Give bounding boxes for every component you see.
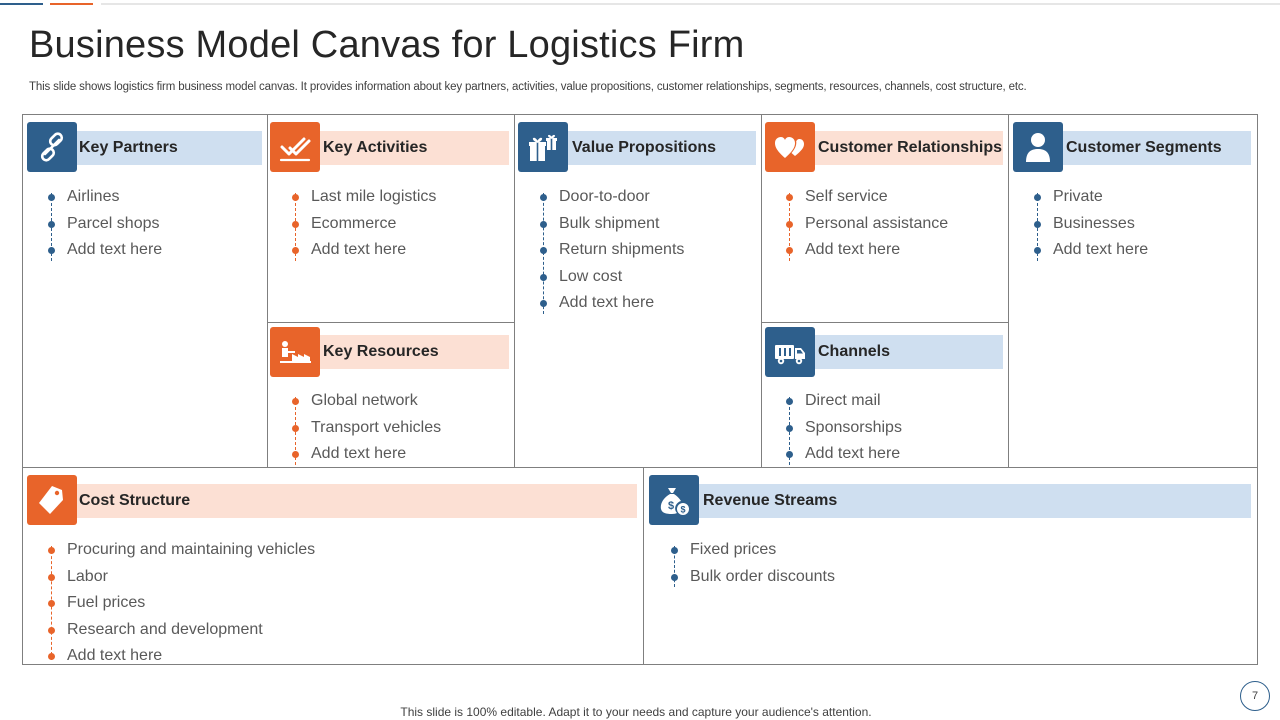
list-item[interactable]: Procuring and maintaining vehicles — [47, 540, 315, 567]
divider-horizontal-main — [23, 467, 1257, 468]
divider-vertical-1 — [267, 115, 268, 467]
accent-bar-blue — [0, 3, 43, 5]
key-partners-list: Airlines Parcel shops Add text here — [47, 187, 162, 267]
key-resources-header: Key Resources — [319, 335, 509, 369]
customer-relationships-list: Self service Personal assistance Add tex… — [785, 187, 948, 267]
list-item[interactable]: Airlines — [47, 187, 162, 214]
list-item[interactable]: Add text here — [786, 444, 902, 471]
money-bag-icon: $$ — [649, 475, 699, 525]
value-propositions-title[interactable]: Value Propositions — [572, 139, 717, 156]
value-propositions-list: Door-to-door Bulk shipment Return shipme… — [539, 187, 684, 320]
double-check-icon — [270, 122, 320, 172]
page-number: 7 — [1240, 681, 1270, 711]
revenue-streams-title[interactable]: Revenue Streams — [703, 492, 838, 509]
list-item[interactable]: Global network — [291, 391, 441, 418]
channels-list: Direct mail Sponsorships Add text here — [786, 391, 902, 471]
channels-header: Channels — [814, 335, 1003, 369]
key-resources-title[interactable]: Key Resources — [323, 343, 439, 360]
list-item[interactable]: Labor — [47, 567, 315, 594]
cost-structure-list: Procuring and maintaining vehicles Labor… — [47, 540, 315, 666]
key-resources-list: Global network Transport vehicles Add te… — [291, 391, 441, 471]
customer-segments-header: Customer Segments — [1062, 131, 1251, 165]
list-item[interactable]: Sponsorships — [786, 418, 902, 445]
key-activities-list: Last mile logistics Ecommerce Add text h… — [291, 187, 436, 267]
slide-subtitle[interactable]: This slide shows logistics firm business… — [29, 81, 1027, 93]
value-propositions-header: Value Propositions — [568, 131, 756, 165]
slide-title[interactable]: Business Model Canvas for Logistics Firm — [29, 24, 745, 66]
accent-bar-gray — [101, 3, 1280, 5]
key-activities-title[interactable]: Key Activities — [323, 139, 428, 156]
list-item[interactable]: Return shipments — [539, 240, 684, 267]
list-item[interactable]: Last mile logistics — [291, 187, 436, 214]
customer-segments-list: Private Businesses Add text here — [1033, 187, 1148, 267]
accent-bar-orange — [50, 3, 93, 5]
list-item[interactable]: Ecommerce — [291, 214, 436, 241]
key-activities-header: Key Activities — [319, 131, 509, 165]
list-item[interactable]: Low cost — [539, 267, 684, 294]
revenue-streams-header: Revenue Streams — [699, 484, 1251, 518]
list-item[interactable]: Add text here — [47, 240, 162, 267]
list-item[interactable]: Research and development — [47, 620, 315, 647]
divider-relationships-channels — [761, 322, 1008, 323]
list-item[interactable]: Bulk order discounts — [671, 567, 835, 594]
list-item[interactable]: Private — [1033, 187, 1148, 214]
list-item[interactable]: Bulk shipment — [539, 214, 684, 241]
list-item[interactable]: Personal assistance — [785, 214, 948, 241]
footer-note[interactable]: This slide is 100% editable. Adapt it to… — [400, 705, 872, 719]
list-item[interactable]: Transport vehicles — [291, 418, 441, 445]
list-item[interactable]: Parcel shops — [47, 214, 162, 241]
list-item[interactable]: Fixed prices — [671, 540, 835, 567]
divider-vertical-3 — [761, 115, 762, 467]
revenue-streams-list: Fixed prices Bulk order discounts — [671, 540, 835, 594]
price-tag-icon — [27, 475, 77, 525]
svg-text:$: $ — [680, 505, 685, 515]
key-partners-header: Key Partners — [75, 131, 262, 165]
list-item[interactable]: Add text here — [1033, 240, 1148, 267]
list-item[interactable]: Add text here — [47, 646, 315, 666]
truck-icon — [765, 327, 815, 377]
gift-boxes-icon — [518, 122, 568, 172]
list-item[interactable]: Fuel prices — [47, 593, 315, 620]
list-item[interactable]: Add text here — [291, 240, 436, 267]
list-item[interactable]: Direct mail — [786, 391, 902, 418]
cost-structure-title[interactable]: Cost Structure — [79, 492, 191, 509]
divider-vertical-bottom — [643, 467, 644, 665]
chain-link-icon — [27, 122, 77, 172]
list-item[interactable]: Businesses — [1033, 214, 1148, 241]
customer-segments-title[interactable]: Customer Segments — [1066, 139, 1222, 156]
cost-structure-header: Cost Structure — [75, 484, 637, 518]
divider-vertical-2 — [514, 115, 515, 467]
list-item[interactable]: Add text here — [785, 240, 948, 267]
hearts-icon — [765, 122, 815, 172]
customer-relationships-header: Customer Relationships — [814, 131, 1003, 165]
factory-icon — [270, 327, 320, 377]
list-item[interactable]: Self service — [785, 187, 948, 214]
key-partners-title[interactable]: Key Partners — [79, 139, 178, 156]
business-model-canvas — [22, 114, 1258, 665]
person-icon — [1013, 122, 1063, 172]
customer-relationships-title[interactable]: Customer Relationships — [818, 139, 1003, 156]
divider-activities-resources — [267, 322, 514, 323]
list-item[interactable]: Add text here — [539, 293, 684, 320]
divider-vertical-4 — [1008, 115, 1009, 467]
channels-title[interactable]: Channels — [818, 343, 891, 360]
list-item[interactable]: Door-to-door — [539, 187, 684, 214]
svg-text:$: $ — [668, 500, 674, 512]
list-item[interactable]: Add text here — [291, 444, 441, 471]
